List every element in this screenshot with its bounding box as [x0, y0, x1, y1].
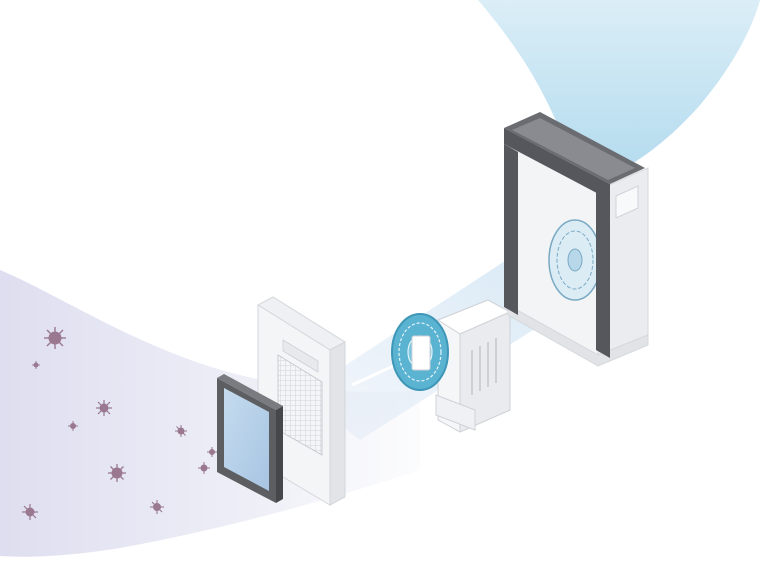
fan-icon: [548, 219, 602, 301]
virus-particle-icon: [150, 500, 164, 514]
fan-icon: [391, 313, 449, 391]
outlet-airflow: [478, 0, 760, 165]
virus-particle-icon: [68, 421, 78, 431]
front-frame-left: [504, 144, 518, 315]
filter-glass: [224, 388, 269, 491]
virus-particle-icon: [198, 462, 210, 474]
virus-particle-icon: [207, 447, 217, 457]
fan-motor-assembly: [391, 299, 512, 433]
virus-particle-icon: [175, 425, 187, 437]
virus-particle-icon: [22, 504, 38, 520]
pre-filter: [217, 374, 283, 503]
virus-particle-icon: [32, 361, 40, 369]
virus-particle-icon: [96, 400, 112, 416]
purifier-body: [504, 112, 649, 367]
front-frame-right: [596, 190, 610, 358]
virus-particle-icon: [44, 327, 66, 349]
virus-particle-icon: [108, 464, 126, 482]
particles: [22, 327, 217, 520]
